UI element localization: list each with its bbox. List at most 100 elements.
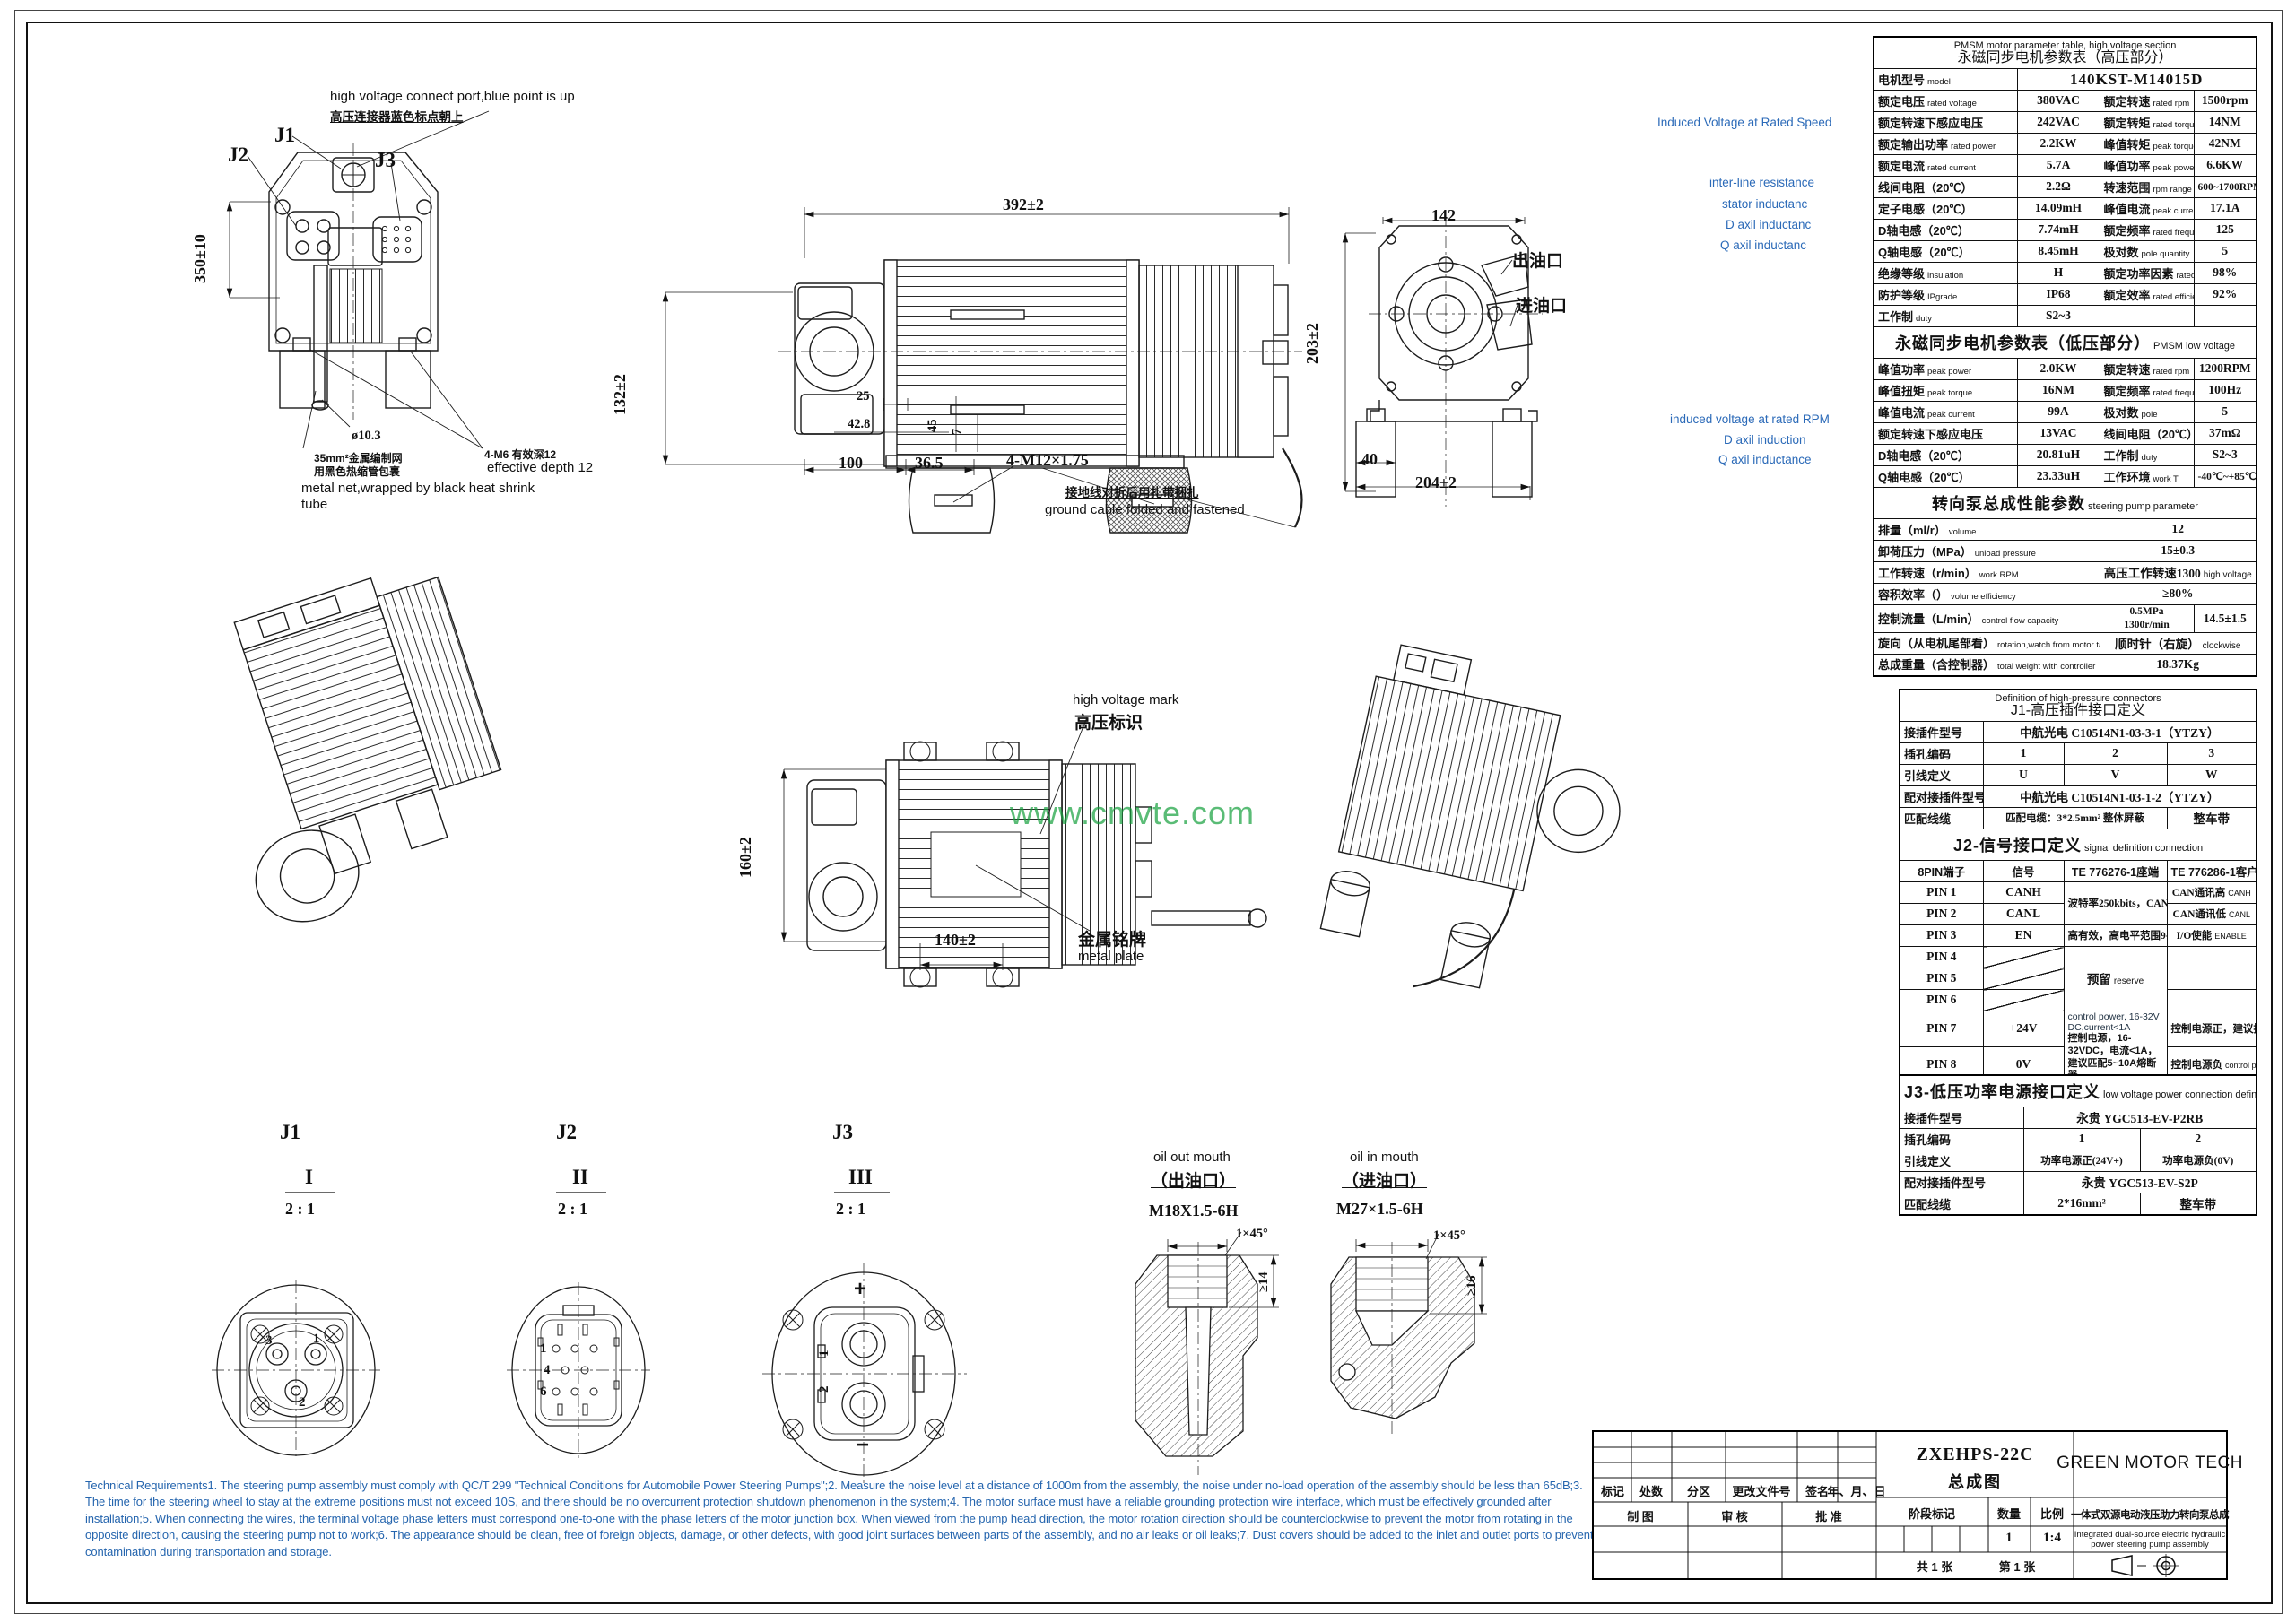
dim-132: 132±2 xyxy=(611,374,629,415)
table-cell: 2 xyxy=(2139,1128,2257,1150)
hv-mark-en: high voltage mark xyxy=(1073,692,1179,707)
table-cell: 5 xyxy=(2193,401,2257,423)
table-cell: 插孔编码 xyxy=(1899,1128,2024,1150)
table-cell: 功率电源正(24V+) xyxy=(2022,1150,2141,1172)
view-rear xyxy=(226,110,490,449)
table-cell: 37mΩ xyxy=(2193,422,2257,445)
table-cell: 242VAC xyxy=(2016,111,2100,134)
table-cell: 20.81uH xyxy=(2016,444,2100,466)
table-cell: 波特率250kbits，CAN2.0 xyxy=(2063,881,2168,925)
table-cell: 13VAC xyxy=(2016,422,2100,445)
table-cell: 600~1700RPM xyxy=(2193,176,2257,198)
j2-pin-6: 6 xyxy=(540,1384,547,1399)
view-j2-detail xyxy=(507,1282,650,1458)
oil-in-title-cn: （进油口） xyxy=(1342,1172,1428,1191)
drawing-code-2: 总成图 xyxy=(1948,1473,2002,1491)
table-cell xyxy=(1982,968,2065,990)
j3-view-label: J3 xyxy=(832,1121,853,1143)
table-cell: TE 776276-1座端 xyxy=(2063,860,2168,882)
table-cell: 配对接插件型号 xyxy=(1899,1171,2024,1193)
table-cell: IP68 xyxy=(2016,283,2100,306)
table-cell: 99A xyxy=(2016,401,2100,423)
view-iso-right xyxy=(1319,644,1621,989)
table-cell: 6.6KW xyxy=(2193,154,2257,177)
table-cell xyxy=(2193,305,2257,327)
table-cell xyxy=(2166,989,2257,1011)
table-cell: 线间电阻（20℃）inter line resistance xyxy=(2099,422,2195,445)
scale-value: 1:4 xyxy=(2043,1531,2061,1545)
oil-out-title-cn: （出油口） xyxy=(1151,1172,1237,1191)
table-cell: V xyxy=(2063,764,2168,786)
table-cell: 中航光电 C10514N1-03-3-1（YTZY） xyxy=(1982,721,2257,743)
rev-header-count: 处数 xyxy=(1639,1485,1664,1498)
table-cell: 380VAC xyxy=(2016,90,2100,112)
table-cell: 2*16mm² xyxy=(2022,1193,2141,1216)
table-cell: 额定转速下感应电压 xyxy=(1873,422,2018,445)
m6-note-cn: 4-M6 有效深12 xyxy=(484,448,557,461)
view-j3-detail xyxy=(762,1263,967,1485)
oil-in-callout: 进油口 xyxy=(1516,297,1568,316)
rev-header-zone: 分区 xyxy=(1686,1485,1711,1498)
table-cell: 23.33uH xyxy=(2016,465,2100,488)
note-induced-voltage-lv: induced voltage at rated RPM xyxy=(1670,412,1830,426)
view-j1-detail xyxy=(212,1280,380,1460)
view-side xyxy=(662,207,1303,534)
table-cell: 92% xyxy=(2193,283,2257,306)
dim-42-8: 42.8 xyxy=(848,417,871,431)
motor-parameter-table: PMSM motor parameter table, high voltage… xyxy=(1873,36,2257,677)
table-cell: 中航光电 C10514N1-03-1-2（YTZY） xyxy=(1982,785,2257,808)
note-q-axil-inductance: Q axil inductance xyxy=(1718,453,1812,466)
table-cell: 容积效率（）volume efficiency xyxy=(1873,583,2100,605)
table-cell: 2 xyxy=(2063,742,2168,765)
j1-callout: J1 xyxy=(274,124,295,146)
j1-pin-3: 3 xyxy=(265,1333,273,1348)
table-cell: 永贵 YGC513-EV-S2P xyxy=(2022,1171,2257,1193)
view-top xyxy=(780,716,1267,988)
table-cell: -40℃~+85℃ xyxy=(2193,465,2257,488)
rev-header-mark: 标记 xyxy=(1600,1485,1625,1498)
metal-net-cn-1: 35mm²金属编制网 xyxy=(314,452,403,464)
company-name: GREEN MOTOR TECH xyxy=(2057,1454,2243,1472)
table-cell: 16NM xyxy=(2016,379,2100,402)
metal-net-cn-2: 用黑色热缩管包裹 xyxy=(314,465,401,478)
table-cell xyxy=(2166,968,2257,990)
table-cell: S2~3 xyxy=(2016,305,2100,327)
table-cell: PIN 3 xyxy=(1899,924,1984,947)
product-title-en-2: power steering pump assembly xyxy=(2091,1540,2209,1549)
dim-350: 350±10 xyxy=(191,234,209,283)
table-cell: 2.2Ω xyxy=(2016,176,2100,198)
j2-pin-1: 1 xyxy=(540,1341,547,1356)
oil-in-depth: ≥16 xyxy=(1465,1275,1479,1296)
note-d-axil-induction: D axil induction xyxy=(1724,433,1806,447)
oil-in-title-en: oil in mouth xyxy=(1350,1150,1419,1165)
title-block-grid xyxy=(1594,1432,2226,1578)
oil-in-thread: M27×1.5-6H xyxy=(1336,1200,1423,1218)
dim-36-5: 36.5 xyxy=(915,454,944,472)
j1-view-label: J1 xyxy=(280,1121,300,1143)
table-cell: 定子电感（20℃） xyxy=(1873,197,2018,220)
table-cell: S2~3 xyxy=(2193,444,2257,466)
note-q-axil-inductanc: Q axil inductanc xyxy=(1720,239,1807,252)
table-cell: 永贵 YGC513-EV-P2RB xyxy=(2022,1107,2257,1129)
table-cell: CANL xyxy=(1982,903,2065,925)
j2-pin-4: 4 xyxy=(544,1363,551,1377)
